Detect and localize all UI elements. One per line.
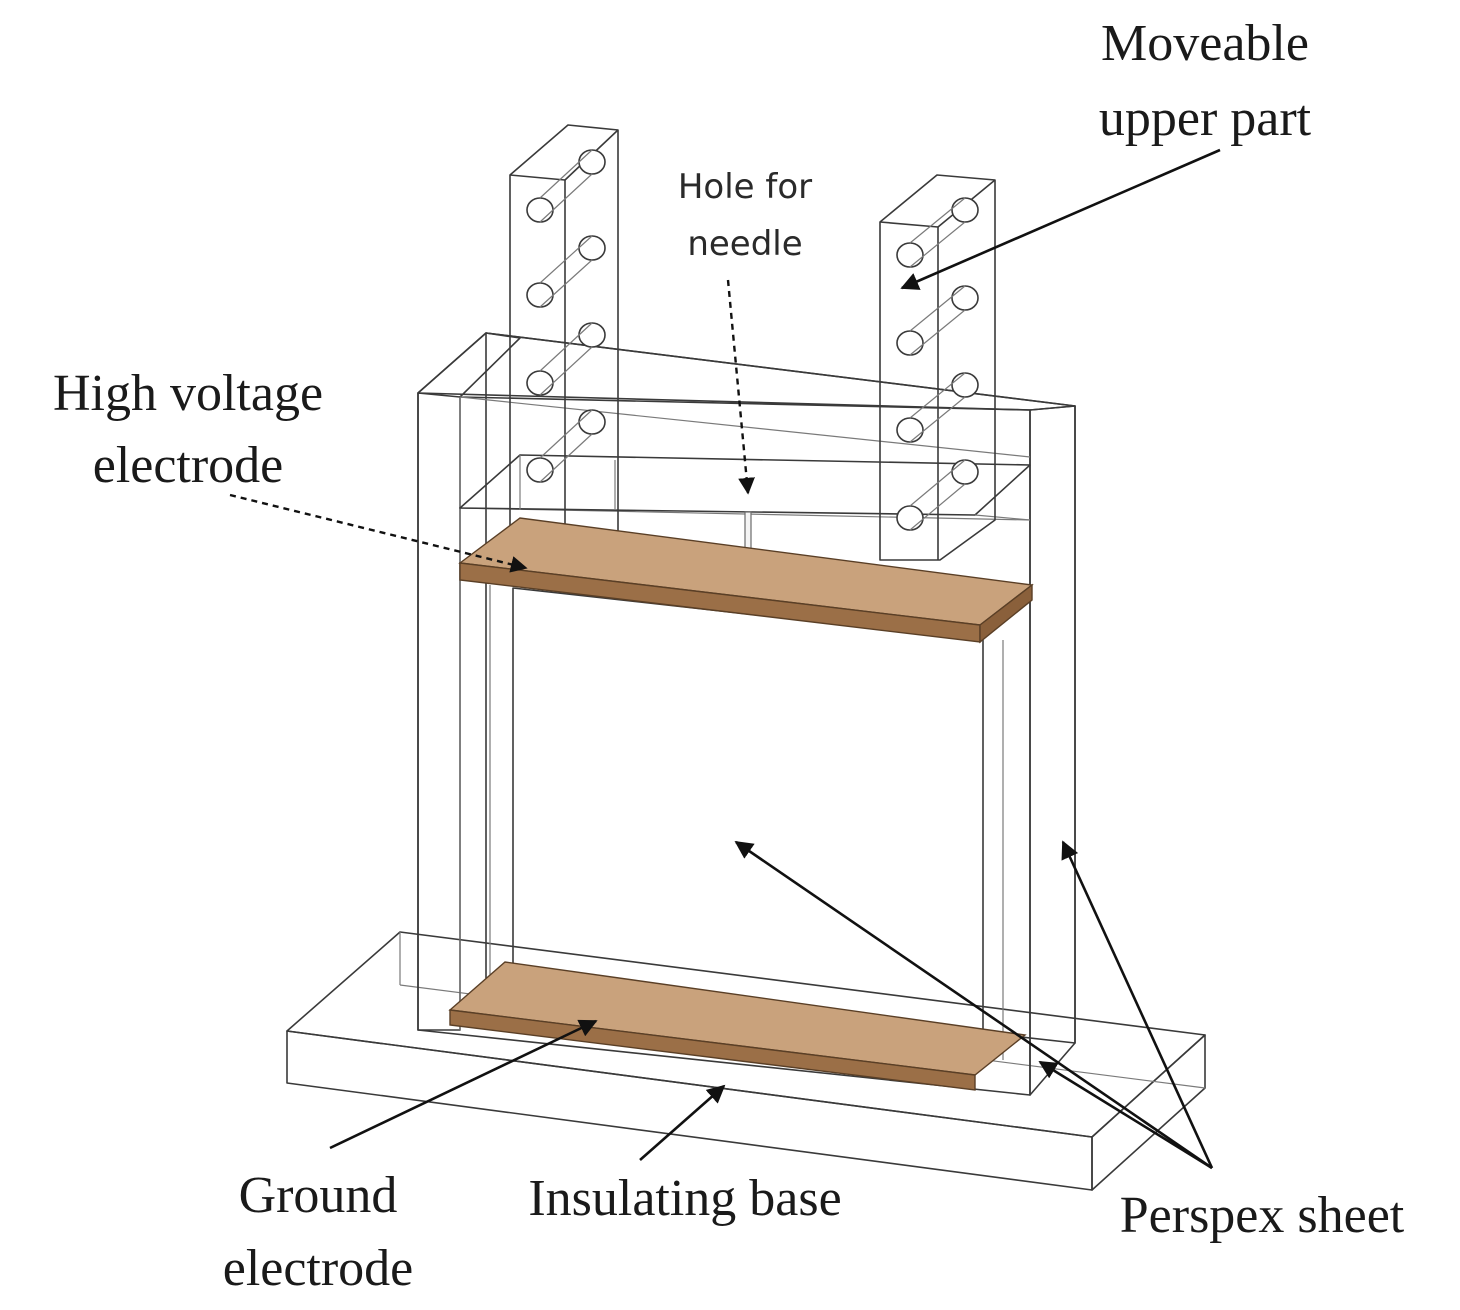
annotation-arrows — [229, 148, 1221, 1170]
label-hv-line1: High voltage — [53, 365, 323, 422]
front-left-pillar — [417, 332, 521, 1031]
arrow-hole — [726, 279, 755, 495]
labels: Moveable upper part Hole for needle High… — [53, 15, 1405, 1297]
arrow-base — [639, 1084, 726, 1161]
label-insulating-base: Insulating base — [528, 1170, 841, 1227]
arrow-perspex-3 — [1038, 1060, 1213, 1170]
label-ground-line2: electrode — [223, 1240, 414, 1297]
right-post — [879, 174, 996, 561]
right-post-holes — [896, 197, 979, 531]
high-voltage-electrode — [458, 517, 1034, 644]
arrow-hv-electrode — [229, 493, 528, 573]
label-moveable-line1: Moveable — [1101, 15, 1309, 72]
label-hv-line2: electrode — [93, 437, 284, 494]
right-pillar — [1029, 405, 1076, 1096]
arrow-moveable — [900, 148, 1221, 290]
arrow-ground — [329, 1019, 598, 1150]
left-post — [509, 124, 619, 561]
arrow-perspex-1 — [734, 840, 1213, 1170]
hv-electrode-side — [979, 583, 1033, 644]
left-post-holes — [526, 149, 606, 483]
label-hole-line1: Hole for — [678, 167, 812, 207]
front-frame — [417, 392, 1031, 1096]
label-perspex-sheet: Perspex sheet — [1120, 1187, 1405, 1244]
label-ground-line1: Ground — [239, 1167, 398, 1224]
label-hole-line2: needle — [687, 224, 802, 264]
inner-frame-top — [459, 454, 1031, 521]
moveable-upper-part — [509, 124, 996, 561]
label-moveable-line2: upper part — [1099, 90, 1312, 147]
top-rim — [417, 332, 1076, 411]
arrow-perspex-2 — [1061, 840, 1214, 1169]
rear-perspex-sheet — [485, 332, 1076, 1044]
